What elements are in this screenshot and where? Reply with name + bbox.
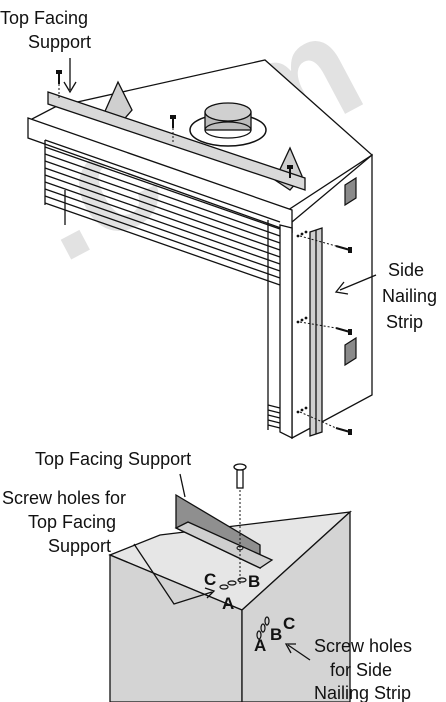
label-side-nailing-strip-2: Nailing (382, 286, 437, 306)
top-facing-support-upper (47, 91, 306, 191)
screw-top-middle (170, 115, 176, 142)
fireplace-louvers (44, 139, 281, 286)
top-facing-support-lower-flange (174, 521, 274, 569)
side-screw-middle (299, 321, 352, 335)
side-tab-upper (344, 176, 357, 207)
corner-detail (108, 463, 352, 702)
label-top-facing-support-upper-1: Top Facing (0, 8, 88, 28)
side-tab-lower (344, 336, 357, 367)
label-side-hole-a: A (254, 636, 266, 655)
label-screw-holes-side-2: for Side (330, 660, 392, 680)
label-side-hole-b: B (270, 625, 282, 644)
label-side-hole-c: C (283, 614, 295, 633)
top-screw-holes (219, 577, 247, 590)
screw-top-right (287, 165, 293, 178)
label-top-facing-support-upper-2: Support (28, 32, 91, 52)
label-screw-holes-top-1: Screw holes for (2, 488, 126, 508)
side-screw-top (299, 235, 352, 253)
side-screw-bottom (299, 411, 352, 435)
flue-collar (189, 102, 267, 147)
label-hole-b: B (248, 572, 260, 591)
side-screw-holes (256, 616, 270, 640)
label-screw-holes-side-3: Nailing Strip (314, 683, 411, 702)
screw-lower (233, 463, 247, 585)
fireplace-bottom-louvers (267, 404, 281, 429)
fireplace-front-post (279, 224, 293, 440)
label-screw-holes-top-2: Top Facing (28, 512, 116, 532)
label-side-nailing-strip-3: Strip (386, 312, 423, 332)
corner-front-face (109, 554, 243, 702)
side-hole-dots (296, 230, 308, 414)
label-screw-holes-top-3: Support (48, 536, 111, 556)
corner-side-face (241, 510, 351, 702)
label-screw-holes-side-1: Screw holes (314, 636, 412, 656)
label-hole-a: A (222, 594, 234, 613)
label-side-nailing-strip-1: Side (388, 260, 424, 280)
label-top-facing-support-lower: Top Facing Support (35, 449, 191, 469)
fireplace-unit (27, 58, 377, 440)
screw-top-left (56, 70, 62, 100)
label-hole-c: C (204, 570, 216, 589)
